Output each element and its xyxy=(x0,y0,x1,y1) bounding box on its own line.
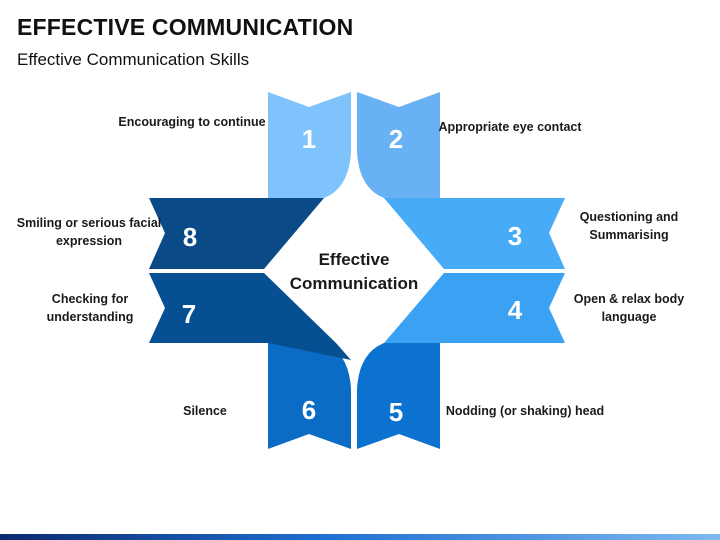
label-4: Open & relax body language xyxy=(573,292,685,324)
ribbon-2-number: 2 xyxy=(389,124,403,154)
page-title: EFFECTIVE COMMUNICATION xyxy=(17,14,354,40)
label-5: Nodding (or shaking) head xyxy=(445,404,605,418)
ribbon-5 xyxy=(357,343,440,449)
ribbon-4 xyxy=(384,273,565,343)
ribbon-4-number: 4 xyxy=(508,295,523,325)
ribbon-1 xyxy=(268,92,351,198)
ribbon-3-number: 3 xyxy=(508,221,522,251)
center-label-line2: Communication xyxy=(290,274,418,293)
ribbon-7-number: 7 xyxy=(182,299,196,329)
ribbon-2 xyxy=(357,92,440,198)
label-6: Silence xyxy=(183,404,227,418)
label-8: Smiling or serious facial expression xyxy=(16,216,162,248)
page-subtitle: Effective Communication Skills xyxy=(17,50,250,69)
ribbon-8 xyxy=(149,198,324,269)
ribbon-6-number: 6 xyxy=(302,395,316,425)
center-label-line1: Effective xyxy=(319,250,390,269)
ribbon-8-number: 8 xyxy=(183,222,197,252)
label-2: Appropriate eye contact xyxy=(438,120,582,134)
ribbon-1-number: 1 xyxy=(302,124,316,154)
label-7: Checking for understanding xyxy=(46,292,134,324)
ribbon-3 xyxy=(384,198,565,269)
center-diamond xyxy=(264,186,444,356)
ribbon-7 xyxy=(149,273,351,360)
ribbon-5-number: 5 xyxy=(389,397,403,427)
label-1: Encouraging to continue xyxy=(118,115,266,129)
label-3: Questioning and Summarising xyxy=(579,210,679,242)
ribbon-6 xyxy=(268,343,351,449)
footer-accent-bar xyxy=(0,534,720,540)
